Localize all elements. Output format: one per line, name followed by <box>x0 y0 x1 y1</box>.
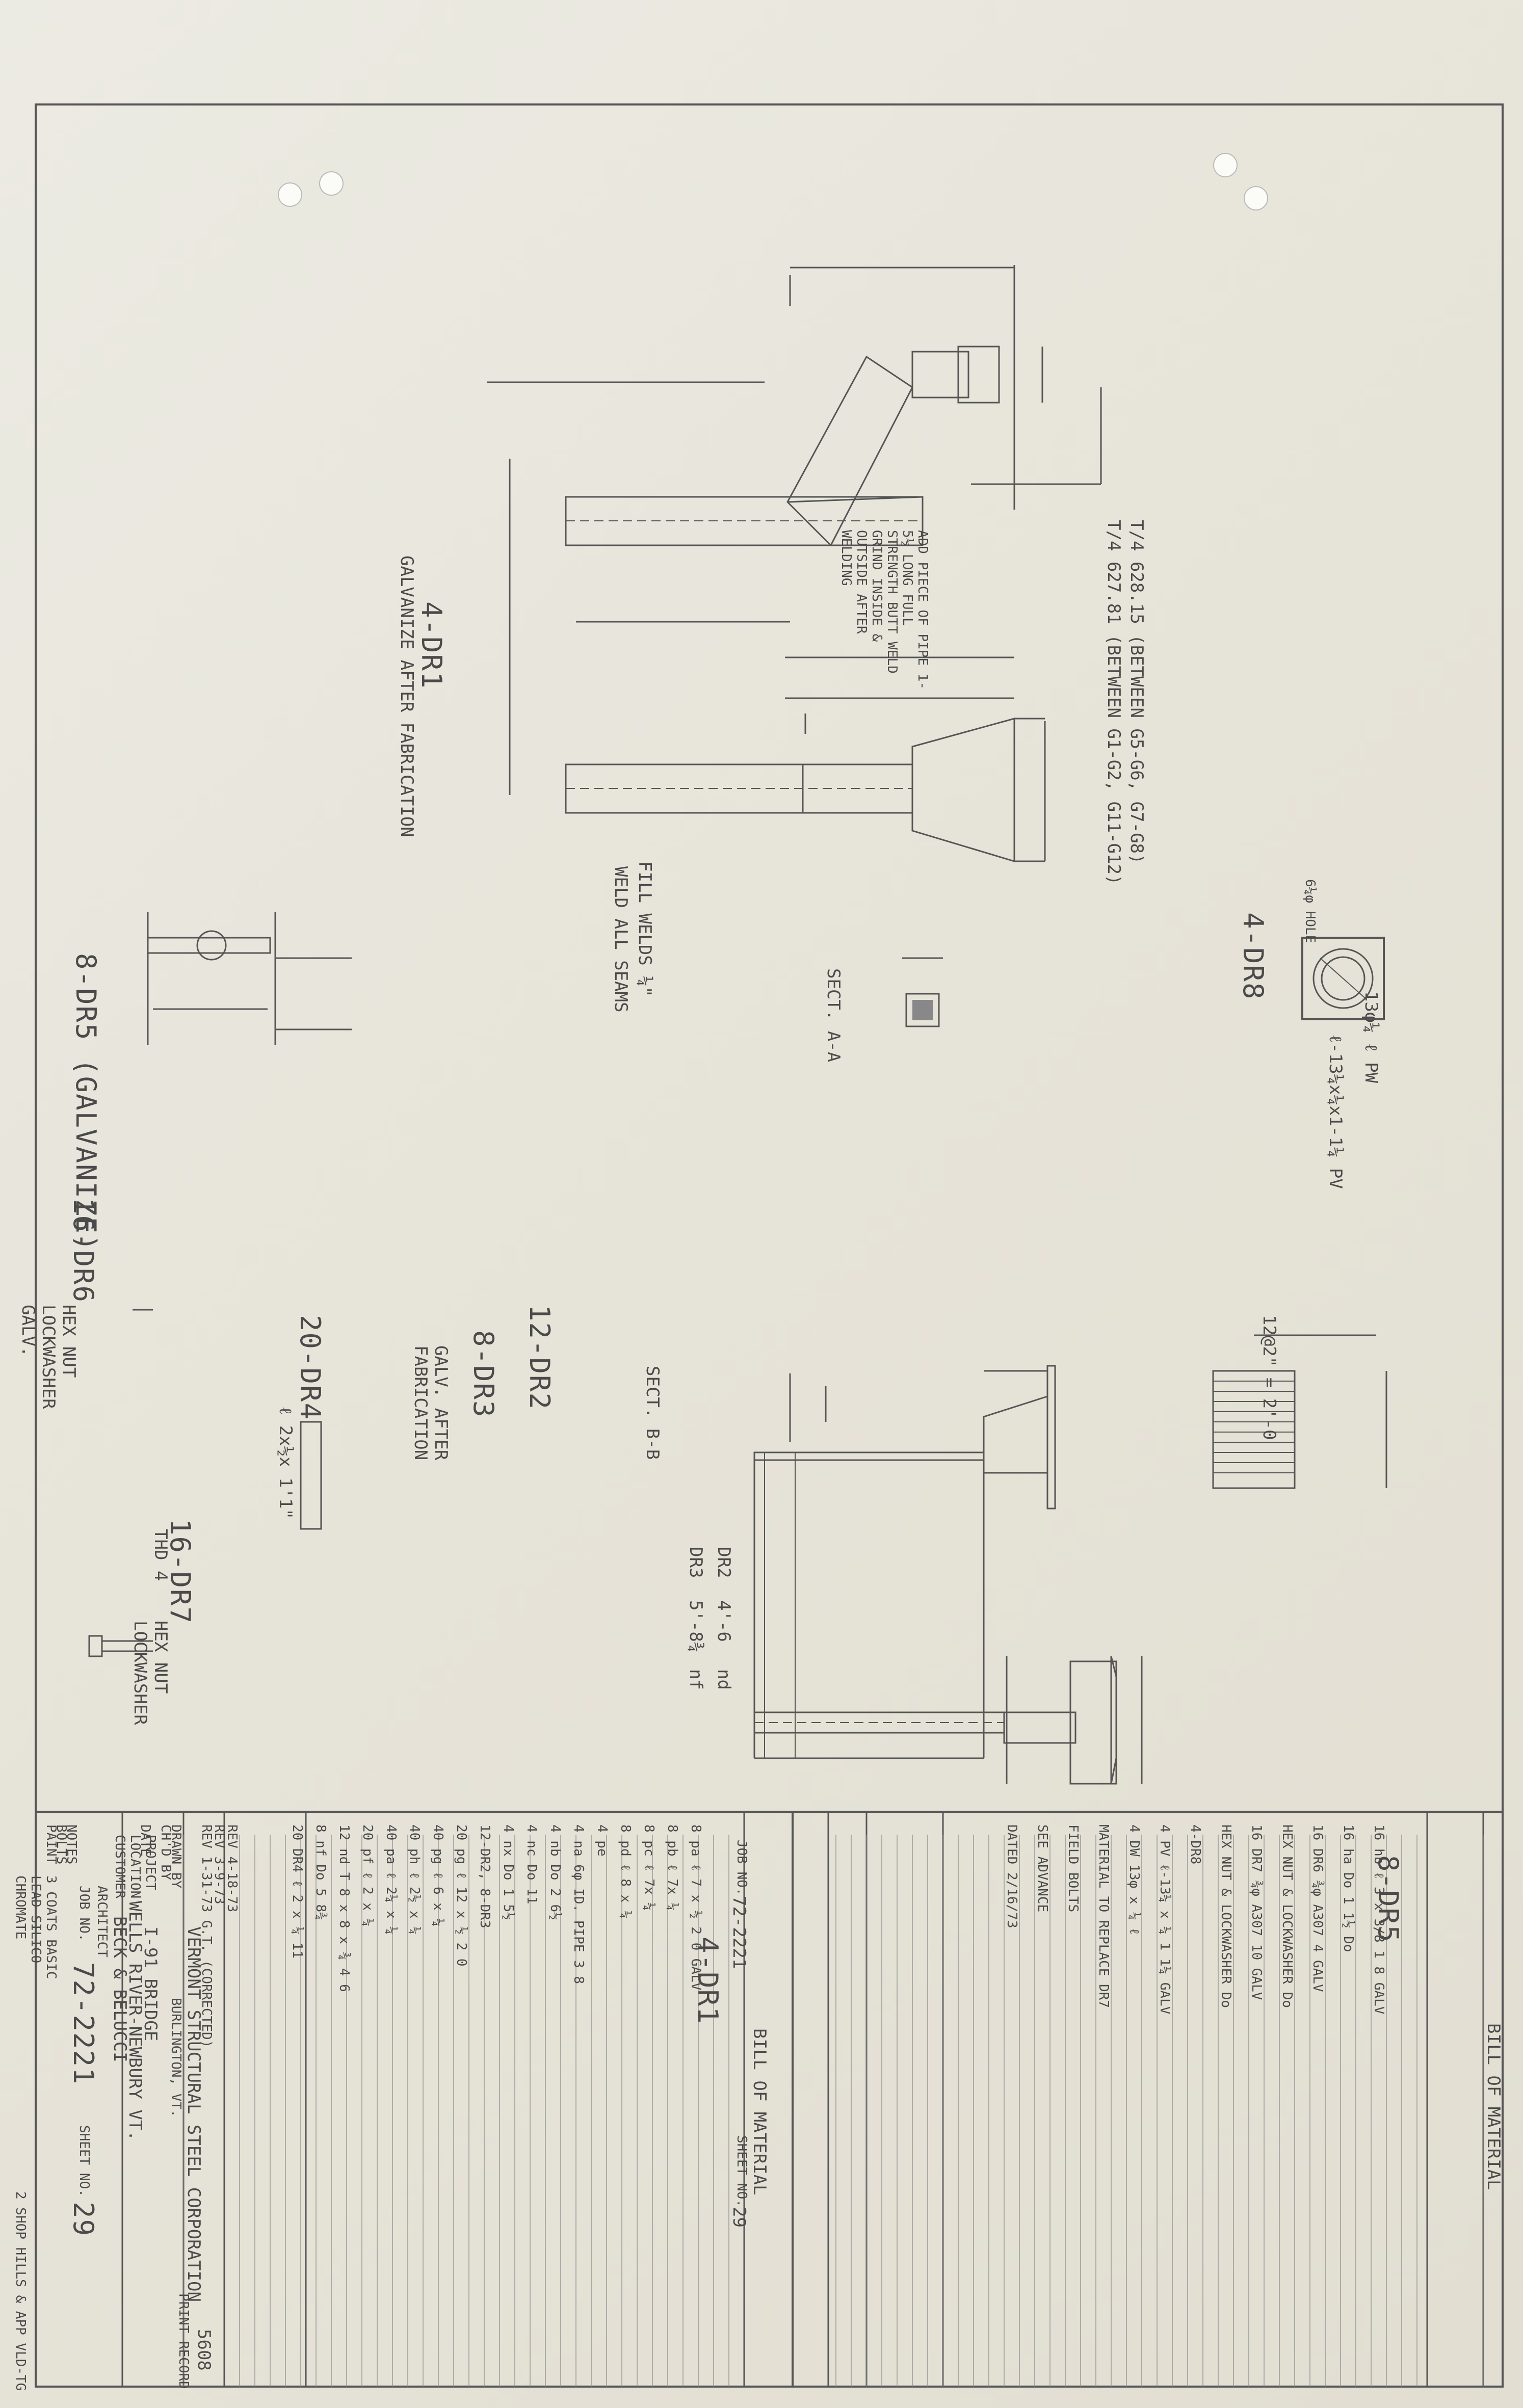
bom-bottom-row: 20 pf ℓ 2 x ¼ <box>360 1824 375 1927</box>
dr1-note: GALVANIZE AFTER FABRICATION <box>397 555 417 837</box>
bom-bottom-row: 40 pg ℓ 6 x ¼ <box>430 1824 445 1927</box>
dr2-length: 4'-6 <box>714 1600 734 1642</box>
dr8-note-1: 13φ¼ ℓ PW <box>1361 991 1381 1083</box>
checked-by-label: CH'D BY <box>158 1824 173 1881</box>
dr2-title: 12-DR2 <box>523 1305 556 1411</box>
bom-top-row: FIELD BOLTS <box>1065 1824 1081 1913</box>
dr3-mark: nf <box>686 1669 706 1690</box>
dr3-title: 8-DR3 <box>467 1330 500 1418</box>
bom-bottom-row: 4 pe <box>594 1824 610 1857</box>
customer-label: CUSTOMER <box>112 1835 127 1899</box>
dr4-title: 20-DR4 <box>294 1315 326 1421</box>
bom-bottom-row: 8 pc ℓ 7x ¼ <box>641 1824 657 1911</box>
bom-bottom-row: 4 nx Do 1 5½ <box>501 1824 516 1920</box>
bom-top-header: BILL OF MATERIAL <box>1483 2023 1504 2190</box>
tie-note-1: T/4 628.15 (BETWEEN G5-G6, G7-G8) <box>1126 520 1147 864</box>
bom-top-row: HEX NUT & LOCKWASHER Do <box>1218 1824 1233 2008</box>
dr1-title: 4-DR1 <box>415 601 448 690</box>
bom-top-row: SEE ADVANCE <box>1035 1824 1050 1913</box>
paint-value: 3 COATS BASIC LEAD SILICO CHROMATE <box>13 1875 59 1979</box>
bom-top-row: 4-DR8 <box>1188 1824 1203 1865</box>
sheetno-value: 29 <box>67 2202 99 2237</box>
punch-hole <box>278 182 302 207</box>
bom-bottom-row: 4 na 6φ ID. PIPE 3 8 <box>571 1824 586 1984</box>
jobno-value: 72-2221 <box>67 1962 99 2085</box>
bom-bottom-row: 8 pa ℓ 7 x ½ 2 0 GALV <box>688 1824 703 1991</box>
bom-bottom-row: 4 nc Do 11 <box>524 1824 539 1904</box>
dr8-hole-note: 6¼φ HOLE <box>1302 879 1318 943</box>
bom-bottom-row: 12 nd T 8 x 8 x ¾ 4 6 <box>336 1824 352 1992</box>
bom-bottom-header: BILL OF MATERIAL <box>749 2028 770 2195</box>
grating-spacing: 12@2" = 2'-0 <box>1259 1315 1279 1440</box>
dr4-desc: ℓ 2x½x 1'1" <box>275 1407 296 1519</box>
weld-seams-note: WELD ALL SEAMS <box>611 866 631 1013</box>
bom-bottom-sheetno-label: SHEET NO. <box>734 2135 749 2207</box>
bom-bottom-row: 12-DR2, 8-DR3 <box>477 1824 492 1928</box>
revision-3: REV 1-31-73 G.T. (CORRECTED) <box>199 1824 214 2048</box>
dr7-thd: THD 4 <box>150 1529 171 1581</box>
bom-bottom-row: 20 pg ℓ 12 x ½ 2 0 <box>454 1824 469 1967</box>
dr8-title: 4-DR8 <box>1237 912 1269 1000</box>
dr2-mark: nd <box>714 1669 734 1690</box>
bom-top-row: 16 hb ℓ 3 x 3/8 1 8 GALV <box>1371 1824 1386 2015</box>
jobno-label: JOB NO. <box>76 1886 92 1942</box>
bom-top-row: MATERIAL TO REPLACE DR7 <box>1096 1824 1111 2008</box>
date-label: DATE <box>138 1824 153 1857</box>
bom-top-row: 16 DR7 ¾φ A307 10 GALV <box>1249 1824 1264 2000</box>
company-city: BURLINGTON, VT. <box>168 1998 183 2118</box>
bom-bottom-row: 8 nf Do 5 8¾ <box>313 1824 328 1920</box>
bom-top-row: HEX NUT & LOCKWASHER Do <box>1279 1824 1295 2008</box>
bom-bottom-row: 40 pa ℓ 2¼ x ¼ <box>383 1824 399 1935</box>
punch-hole <box>1244 186 1268 210</box>
punch-hole <box>319 171 344 196</box>
customer-value: BECK & BELUCCI <box>110 1916 130 2062</box>
punch-hole <box>1213 153 1238 177</box>
bom-bottom-row: 40 ph ℓ 2½ x ¼ <box>407 1824 422 1935</box>
dr3-label: DR3 <box>686 1547 706 1578</box>
bom-top-row: 4 DW 13φ x ¼ ℓ <box>1126 1824 1142 1935</box>
dr6-title: 16-DR6 <box>67 1198 99 1304</box>
bom-top-row: 16 DR6 ¾φ A307 4 GALV <box>1310 1824 1325 1992</box>
dr3-note: GALV. AFTER FABRICATION <box>410 1345 451 1461</box>
sect-bb-label: SECT. B-B <box>642 1366 663 1460</box>
tie-note-2: T/4 627.81 (BETWEEN G1-G2, G11-G12) <box>1104 520 1124 885</box>
bom-bottom-row: 4 nb Do 2 6½ <box>547 1824 563 1920</box>
weld-note: ADD PIECE OF PIPE 1-5½ LONG FULL STRENGT… <box>838 530 930 690</box>
bom-top-row: 4 PV ℓ-13¼ x ¼ 1 1¼ GALV <box>1157 1824 1172 2015</box>
bom-top-row: DATED 2/16/73 <box>1004 1824 1019 1928</box>
dr2-label: DR2 <box>714 1547 734 1578</box>
bom-bottom-jobno: 72-2221 <box>729 1896 749 1969</box>
dr8-note-2: ℓ-13¼x¼x1-1¼ PV <box>1325 1035 1346 1189</box>
print-record-label: PRINT RECORD <box>176 2293 191 2389</box>
fill-welds-note: FILL WELDS ¼" <box>635 861 655 997</box>
stamp-number: 5608 <box>194 2329 214 2371</box>
bom-bottom-jobno-label: JOB NO. <box>734 1840 749 1896</box>
sheetno-label: SHEET NO. <box>76 2125 92 2197</box>
bom-bottom-row: 20 DR4 ℓ 2 x ¼ 11 <box>290 1824 305 1959</box>
dr3-length: 5'-8¾ <box>686 1600 706 1653</box>
bom-top-row: 16 ha Do 1 1½ Do <box>1341 1824 1356 1952</box>
paint-label: PAINT <box>43 1824 59 1865</box>
bom-bottom-sheetno: 29 <box>729 2207 749 2228</box>
bom-bottom-row: 8 pd ℓ 8 x ¼ <box>618 1824 633 1919</box>
bom-bottom-row: 8 pb ℓ 7x ¼ <box>665 1824 680 1911</box>
margin-note: 2 SHOP HILLS & APP VLD-TG <box>13 2191 28 2391</box>
architect-label: ARCHITECT <box>94 1886 110 1957</box>
dr6-note: HEX NUT LOCKWASHER GALV. <box>18 1305 79 1409</box>
sect-aa-label: SECT. A-A <box>823 968 844 1063</box>
dr7-note: HEX NUT LOCKWASHER <box>130 1621 171 1725</box>
